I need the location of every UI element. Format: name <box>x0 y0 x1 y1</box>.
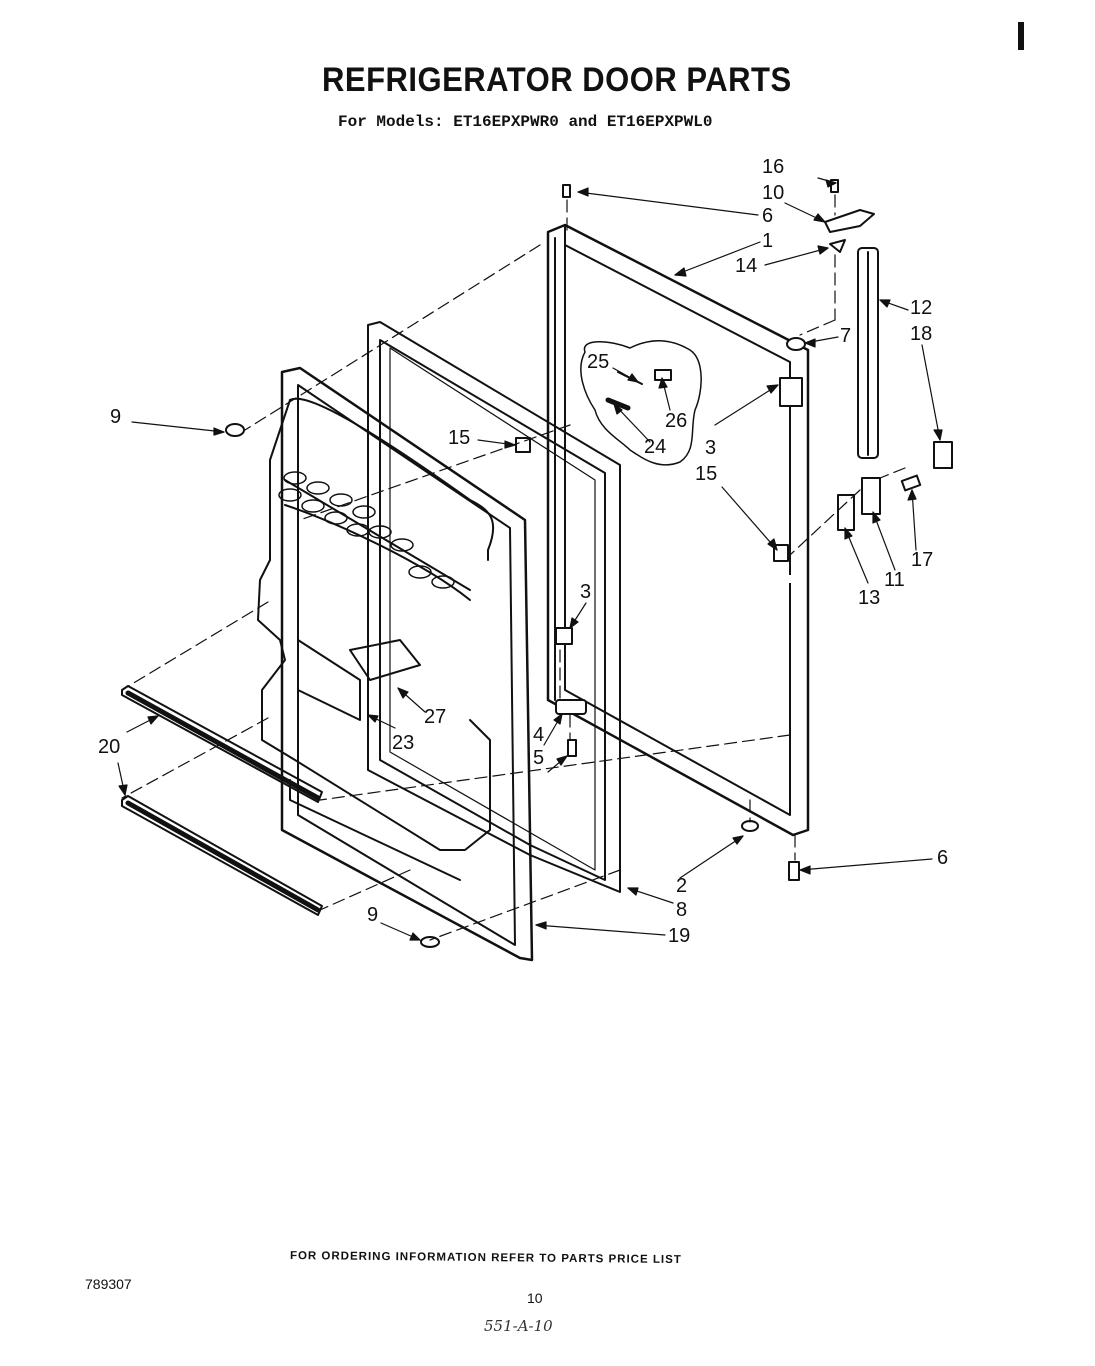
document-number: 789307 <box>85 1276 132 1292</box>
part-label-20: 20 <box>98 736 121 758</box>
egg-cups <box>278 471 455 589</box>
alignment-lines <box>121 194 906 941</box>
part-label-1: 1 <box>762 230 774 252</box>
part-label-23: 23 <box>392 732 415 754</box>
part-label-16: 16 <box>762 156 785 178</box>
door-gasket <box>367 321 621 893</box>
part-label-9-lower: 9 <box>367 904 379 926</box>
corner-registration-mark <box>1018 22 1024 50</box>
part-label-18: 18 <box>910 323 933 345</box>
part-label-17: 17 <box>911 549 934 571</box>
part-label-13: 13 <box>858 587 881 609</box>
part-label-2: 2 <box>676 875 688 897</box>
part-label-8: 8 <box>676 899 688 921</box>
part-label-27: 27 <box>424 706 447 728</box>
part-label-26: 26 <box>665 410 688 432</box>
part-label-15-right: 15 <box>695 463 718 485</box>
handwritten-note: 551-A-10 <box>484 1317 553 1335</box>
model-subtitle: For Models: ET16EPXPWR0 and ET16EPXPWL0 <box>338 113 713 131</box>
part-label-6-top: 6 <box>762 205 774 227</box>
part-label-6-bottom: 6 <box>937 847 949 869</box>
part-label-7: 7 <box>840 325 852 347</box>
leader-arrows <box>117 177 943 941</box>
door-handle <box>857 247 879 459</box>
part-label-10: 10 <box>762 182 785 204</box>
hardware-parts <box>225 179 953 948</box>
part-label-5: 5 <box>533 747 545 769</box>
outer-door-panel <box>546 223 810 837</box>
part-label-11: 11 <box>884 569 905 591</box>
part-label-3-lower: 3 <box>580 581 592 603</box>
page-number: 10 <box>527 1290 543 1306</box>
part-label-4: 4 <box>533 724 545 746</box>
page-title: REFRIGERATOR DOOR PARTS <box>322 60 792 99</box>
part-label-12: 12 <box>910 297 933 319</box>
part-label-25: 25 <box>587 351 610 373</box>
inner-door-liner <box>257 366 534 962</box>
part-label-3-upper: 3 <box>705 437 717 459</box>
part-label-14: 14 <box>735 255 758 277</box>
part-label-15-left: 15 <box>448 427 471 449</box>
part-label-19: 19 <box>668 925 691 947</box>
part-label-24: 24 <box>644 436 667 458</box>
part-label-9-upper: 9 <box>110 406 122 428</box>
